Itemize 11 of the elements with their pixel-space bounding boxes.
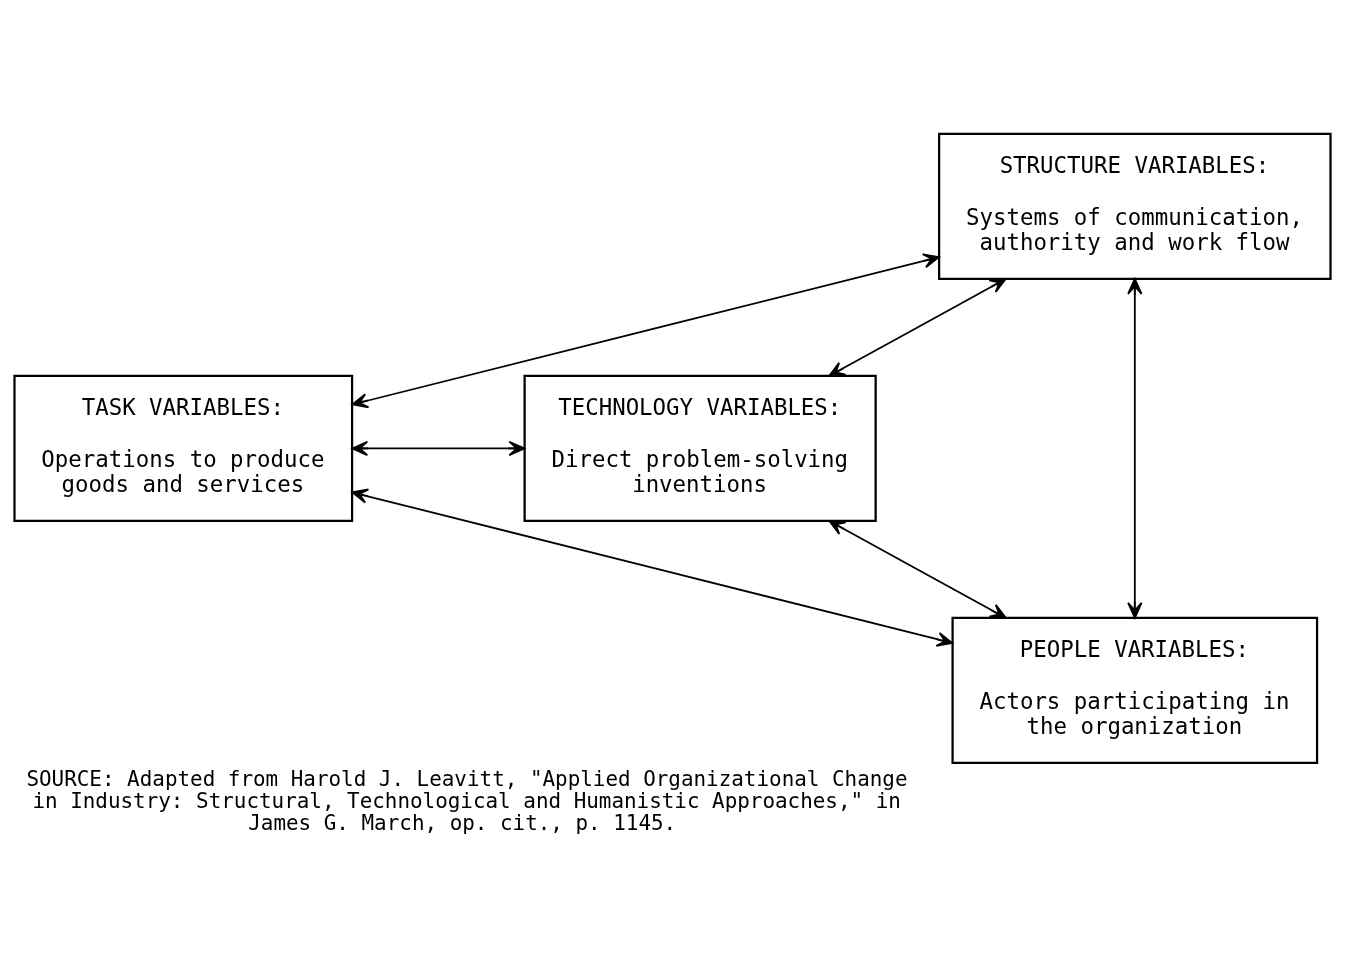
arrow	[351, 253, 940, 409]
arrow	[1127, 278, 1143, 619]
node-box: STRUCTURE VARIABLES: Systems of communication, authority and work flow	[938, 132, 1332, 280]
caption: SOURCE: Adapted from Harold J. Leavitt, "Applied Organizational Change in Industry: Structural, Technological and Humanistic Approaches," in James G. March, op. cit., p. 1145.	[26, 766, 908, 836]
arrow	[351, 440, 526, 457]
arrow	[828, 520, 1007, 619]
arrow	[351, 488, 954, 647]
node-box: TASK VARIABLES: Operations to produce goods and services	[13, 374, 354, 522]
node-box: TECHNOLOGY VARIABLES: Direct problem-solving inventions	[523, 374, 877, 522]
node-box: PEOPLE VARIABLES: Actors participating in the organization	[951, 616, 1319, 764]
arrow	[828, 278, 1007, 377]
